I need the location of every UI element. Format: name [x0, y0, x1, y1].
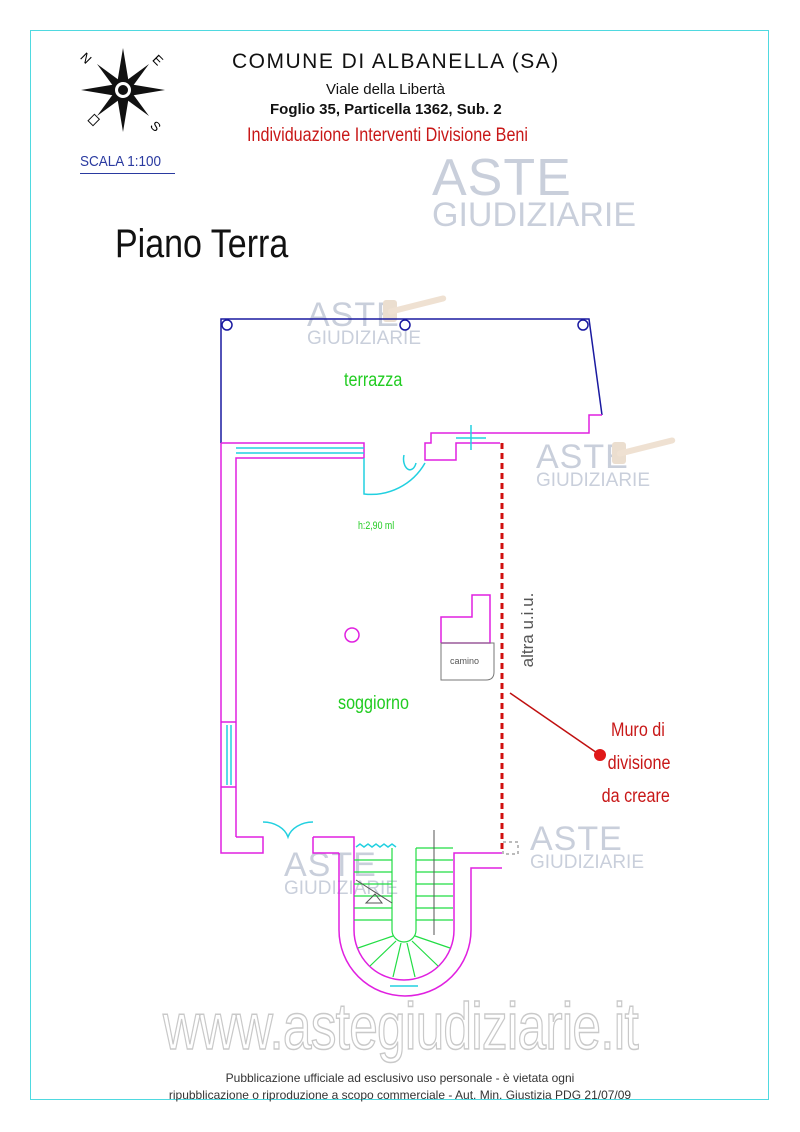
dividing-wall-annotation: Muro di divisione da creare: [602, 714, 671, 813]
annotation-line: divisione: [607, 753, 671, 774]
document-subtitle: Individuazione Interventi Divisione Beni: [247, 125, 529, 146]
other-unit-label: altra u.i.u.: [518, 592, 537, 668]
stairs: [354, 847, 453, 978]
annotation-marker: [594, 749, 606, 761]
page-frame: [30, 30, 769, 1100]
footer-line-2: ripubblicazione o riproduzione a scopo c…: [168, 1088, 632, 1102]
walls: [220, 414, 602, 997]
annotation-line: da creare: [601, 786, 670, 807]
fireplace-label: camino: [450, 656, 480, 666]
openings: [226, 425, 486, 987]
stair-direction: [355, 830, 435, 935]
scale-underline: [80, 173, 175, 174]
watermark-aste: ASTE GIUDIZIARIE: [432, 149, 637, 234]
terrace-outline: [220, 318, 603, 443]
street-name: Viale della Libertà: [326, 81, 445, 98]
footer-line-1: Pubblicazione ufficiale ad esclusivo uso…: [225, 1071, 575, 1085]
room-label-terrace: terrazza: [344, 370, 403, 391]
cadastral-reference: Foglio 35, Particella 1362, Sub. 2: [270, 101, 502, 118]
ceiling-height-label: h:2,90 ml: [358, 520, 395, 532]
municipality-title: COMUNE DI ALBANELLA (SA): [232, 50, 560, 73]
scale-label: SCALA 1:100: [80, 153, 162, 170]
annotation-line: Muro di: [611, 720, 665, 741]
fireplace: [440, 642, 495, 681]
watermark-site: www.astegiudiziarie.it: [162, 988, 639, 1064]
floor-title: Piano Terra: [115, 222, 289, 266]
room-label-living: soggiorno: [338, 693, 409, 714]
